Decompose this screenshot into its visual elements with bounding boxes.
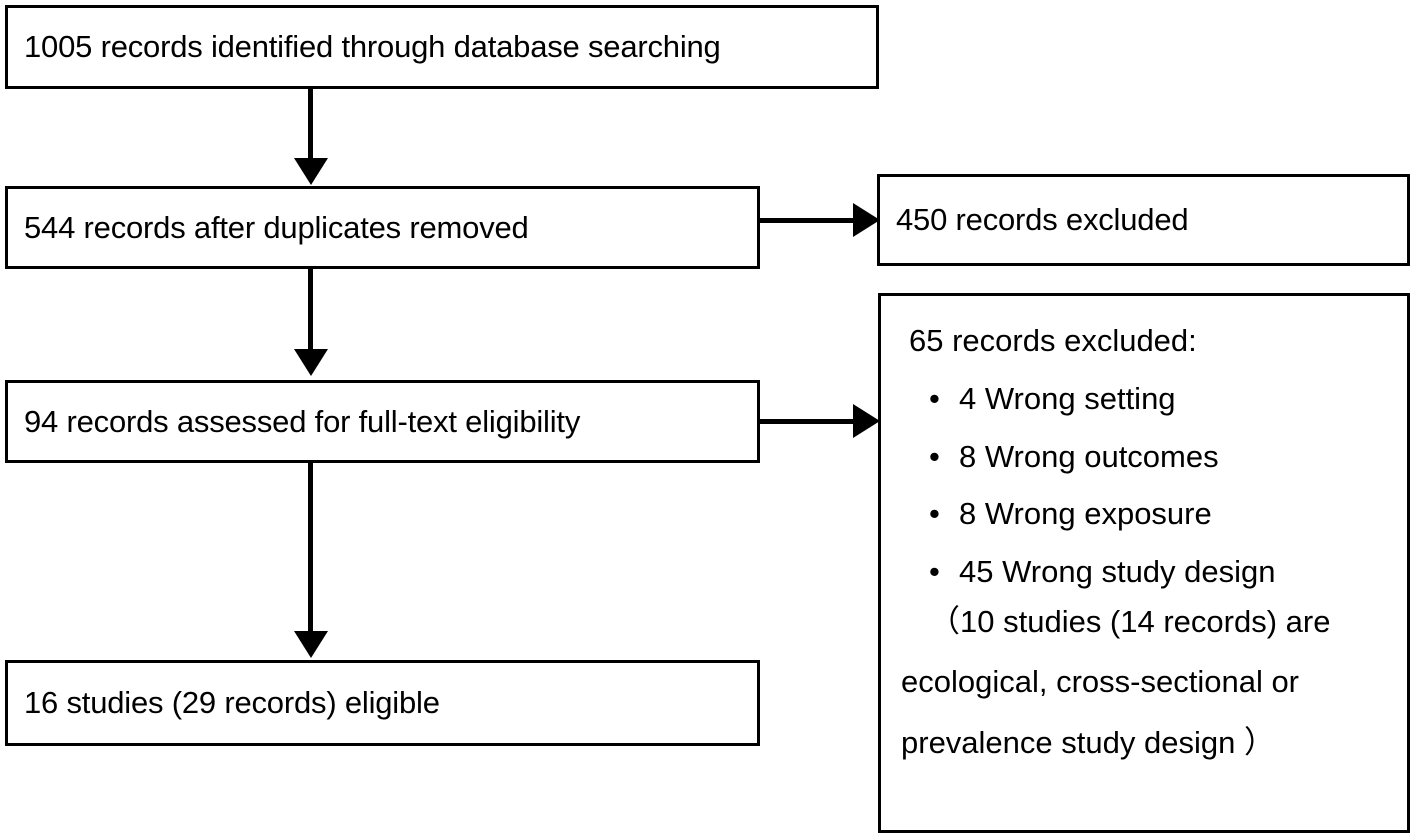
node-records-identified-label: 1005 records identified through database… [24,29,721,65]
node-exclusion-reasons: 65 records excluded: • 4 Wrong setting •… [878,293,1410,833]
node-studies-eligible: 16 studies (29 records) eligible [5,660,760,746]
list-item-label: 8 Wrong exposure [959,496,1212,532]
arrow-down-icon [294,349,328,376]
node-records-identified: 1005 records identified through database… [5,5,879,89]
node-studies-eligible-label: 16 studies (29 records) eligible [24,685,440,721]
exclusion-note-line-1: （10 studies (14 records) are [929,603,1331,639]
connector-fulltext-to-exclusions [760,419,855,424]
connector-fulltext-to-eligible [308,463,313,633]
node-records-excluded-label: 450 records excluded [896,202,1189,238]
arrow-down-icon [294,158,328,185]
arrow-right-icon [853,203,880,237]
arrow-down-icon [294,631,328,658]
connector-duplicates-to-excluded [760,218,855,223]
exclusion-note: （10 studies (14 records) are ecological,… [901,592,1387,773]
list-item: • 8 Wrong exposure [901,496,1387,532]
bullet-icon: • [929,496,940,532]
bullet-icon: • [929,381,940,417]
bullet-icon: • [929,554,940,590]
list-item-label: 4 Wrong setting [959,381,1176,417]
list-item: • 8 Wrong outcomes [901,439,1387,475]
list-item-label: 45 Wrong study design [959,554,1276,590]
list-item: • 45 Wrong study design [901,554,1387,590]
node-fulltext-assessed-label: 94 records assessed for full-text eligib… [24,403,581,439]
exclusion-note-line-2: ecological, cross-sectional or [901,664,1300,700]
bullet-icon: • [929,438,940,474]
arrow-right-icon [853,404,880,438]
exclusion-note-line-3: prevalence study design ） [901,724,1275,760]
exclusion-reason-list: • 4 Wrong setting • 8 Wrong outcomes • 8… [901,381,1387,590]
node-fulltext-assessed: 94 records assessed for full-text eligib… [5,380,760,463]
node-duplicates-removed: 544 records after duplicates removed [5,186,760,269]
list-item: • 4 Wrong setting [901,381,1387,417]
node-records-excluded: 450 records excluded [877,174,1410,266]
connector-identified-to-duplicates [308,89,313,161]
exclusion-heading: 65 records excluded: [909,323,1197,358]
node-duplicates-removed-label: 544 records after duplicates removed [24,209,529,245]
list-item-label: 8 Wrong outcomes [959,438,1219,474]
connector-duplicates-to-fulltext [308,269,313,351]
